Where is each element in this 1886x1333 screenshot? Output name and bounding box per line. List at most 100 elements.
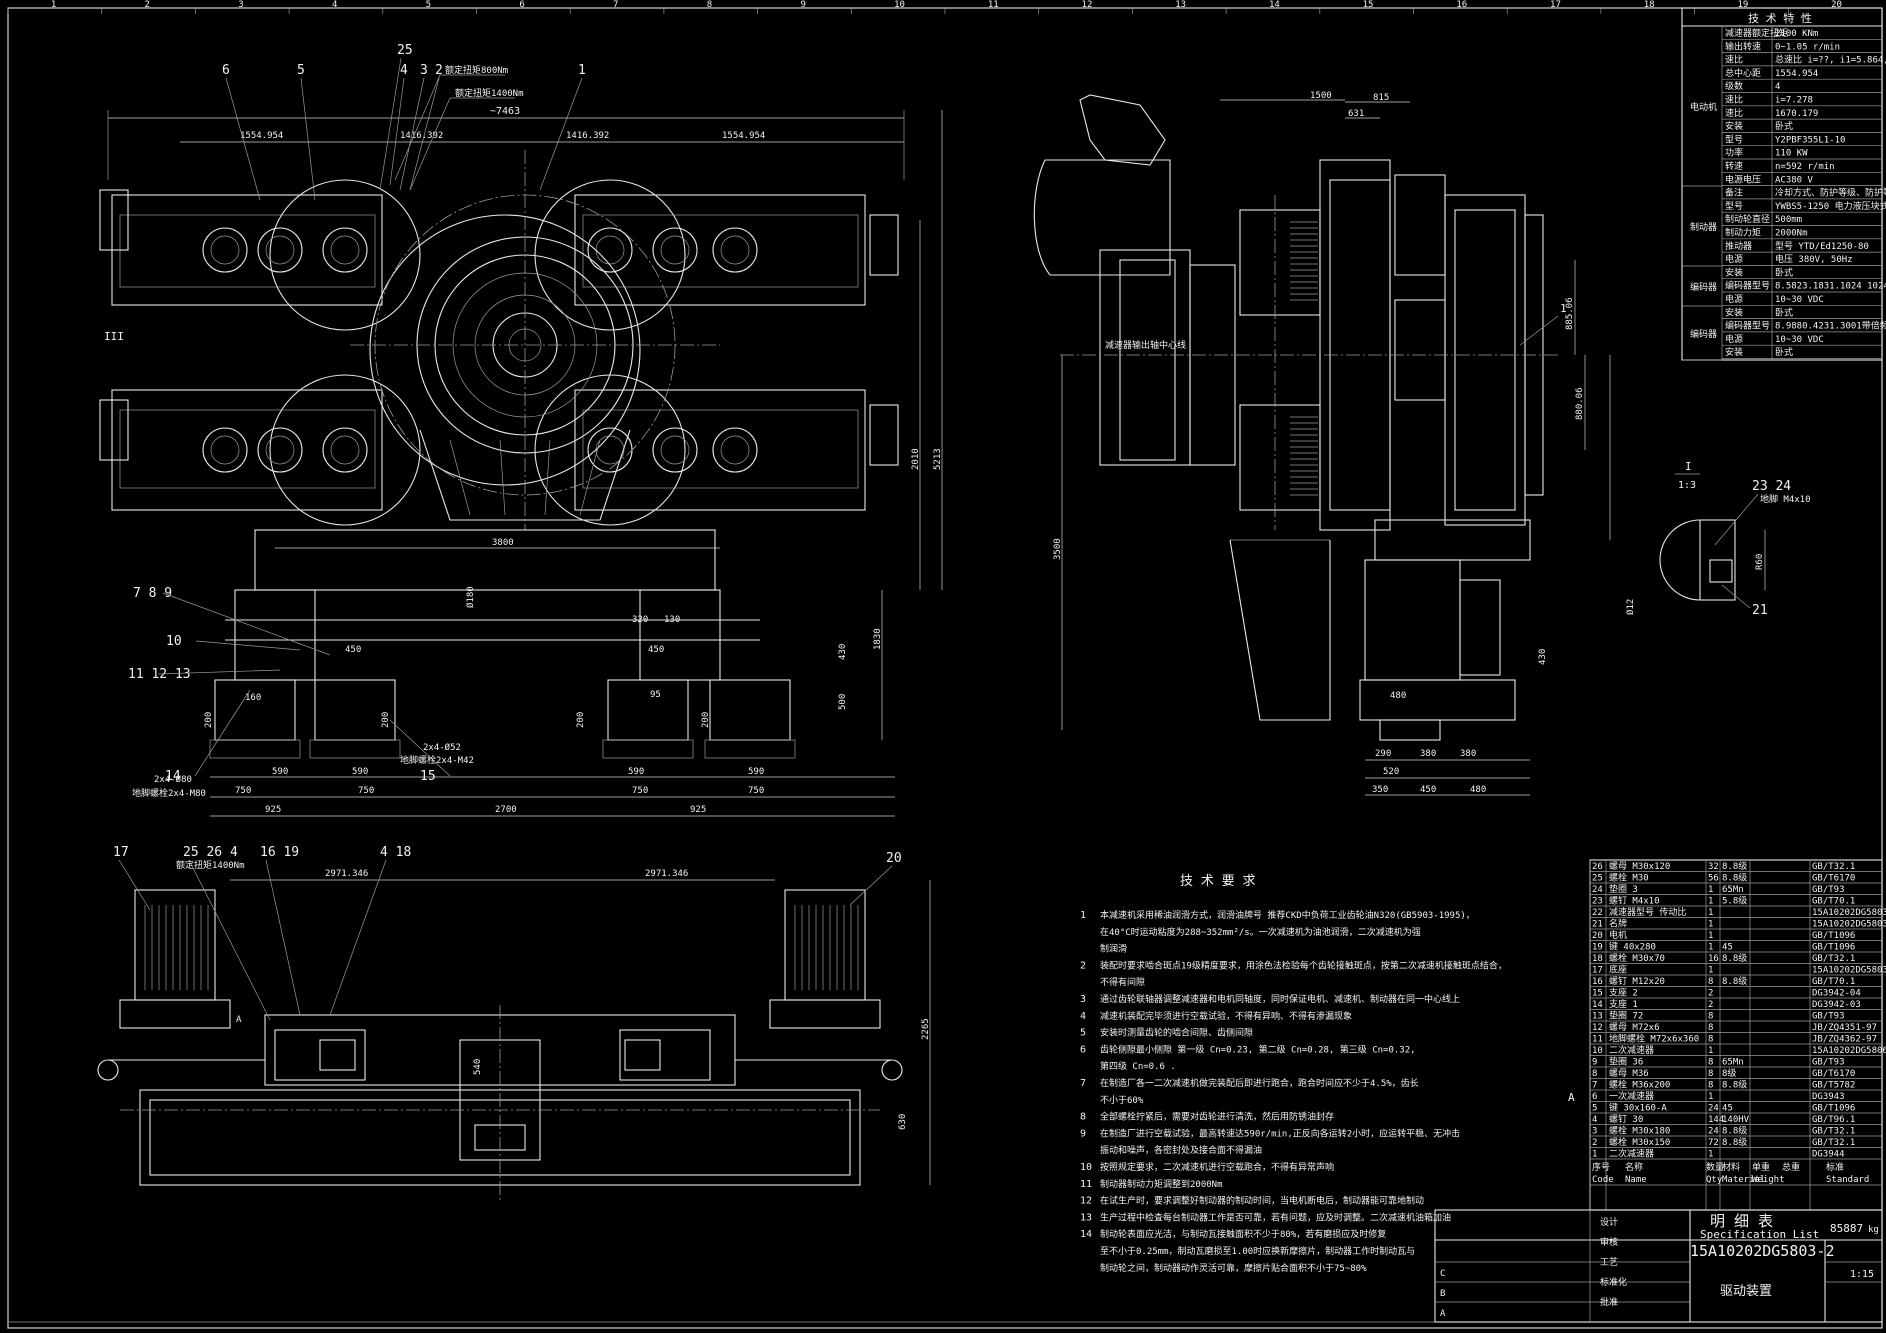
requirement-number: 9 [1080, 1128, 1086, 1139]
requirement-text: 振动和噪声，各密封处及接合面不得漏油 [1100, 1144, 1262, 1156]
spec-row-value: 卧式 [1775, 346, 1793, 358]
part-qty: 1 [1708, 1092, 1713, 1102]
part-standard: GB/T1096 [1812, 931, 1855, 941]
parts-rev-mark: A [1568, 1091, 1575, 1104]
plan-load-note: 额定扭矩1400Nm [176, 859, 245, 871]
side-dim-b5: 350 [1372, 785, 1388, 795]
part-qty: 8 [1708, 977, 1713, 987]
part-no: 18 [1592, 954, 1603, 964]
part-name: 二次减速器 [1609, 1044, 1654, 1056]
requirement-text: 在40°C时运动粘度为288~352mm²/s。一次减速机为油池润滑，二次减速机… [1100, 926, 1421, 938]
side-dim-815: 815 [1373, 93, 1389, 103]
part-no: 22 [1592, 908, 1603, 918]
part-standard: GB/T93 [1812, 1058, 1845, 1068]
front-dim-bottom: 590 [628, 767, 644, 777]
requirement-text: 齿轮侧隙最小侧隙 第一级 Cn=0.23, 第二级 Cn=0.28, 第三级 C… [1100, 1043, 1416, 1055]
requirement-text: 在试生产时，要求调整好制动器的制动时间，当电机断电后，制动器能可靠地制动 [1100, 1195, 1424, 1207]
front-dim-bottom: 750 [632, 786, 648, 796]
spec-group: 制动器 [1690, 221, 1717, 233]
front-balloon-lower: 10 [166, 634, 182, 649]
spec-row-label: 编码器型号 [1725, 280, 1770, 292]
part-qty: 1 [1708, 1046, 1713, 1056]
front-balloon-lower: 7 8 9 [133, 586, 172, 601]
requirement-number: 12 [1080, 1196, 1092, 1207]
detail-balloon-21: 21 [1752, 603, 1768, 618]
part-no: 20 [1592, 931, 1603, 941]
part-qty: 32 [1708, 862, 1719, 872]
zone-mark: 12 [1082, 0, 1093, 10]
requirement-text: 在制造厂各一二次减速机做完装配后即进行跑合，跑合时间应不少于4.5%，齿长 [1100, 1077, 1419, 1089]
requirement-text: 制润滑 [1100, 943, 1127, 955]
part-no: 10 [1592, 1046, 1603, 1056]
spec-row-label: 减速器额定扭矩 [1725, 27, 1788, 39]
front-dim-bottom: 750 [358, 786, 374, 796]
spec-row-value: 1670.179 [1775, 109, 1818, 119]
spec-group: 编码器 [1690, 281, 1717, 293]
part-standard: DG3943 [1812, 1092, 1845, 1102]
rev-label-b: B [1440, 1289, 1445, 1299]
part-name: 螺母 M72x6 [1609, 1022, 1660, 1033]
part-name: 电机 [1609, 929, 1627, 941]
requirement-text: 全部螺栓拧紧后，需要对齿轮进行清洗，然后用防锈油封存 [1100, 1111, 1334, 1123]
load-note-800: 额定扭矩800Nm [445, 64, 508, 76]
parts-header: 单重 [1752, 1161, 1770, 1173]
front-balloon-lower: 11 12 13 [128, 667, 191, 682]
plan-balloon: 25 26 4 [183, 845, 238, 860]
requirement-text: 制动轮之间，制动器动作灵活可靠，摩擦片贴合面积不小于75~80% [1100, 1262, 1367, 1274]
part-name: 螺母 M36 [1609, 1068, 1649, 1079]
spec-row-value: 型号 YTD/Ed1250-80 [1775, 241, 1869, 252]
zone-mark: 3 [238, 0, 243, 10]
side-view: 1500 815 631 885.06 880.06 3500 430 减速器输… [1033, 91, 1611, 796]
zone-mark: 9 [800, 0, 805, 10]
spec-row-value: 10~30 VDC [1775, 335, 1824, 345]
front-dim-bottom: 590 [272, 767, 288, 777]
zone-mark: 8 [707, 0, 712, 10]
spec-row-label: 电源电压 [1725, 173, 1761, 185]
spec-row-label: 速比 [1725, 94, 1743, 106]
part-no: 14 [1592, 1000, 1603, 1010]
front-dim-bottom: 750 [235, 786, 251, 796]
requirement-number: 2 [1080, 960, 1086, 971]
zone-mark: 13 [1175, 0, 1186, 10]
part-no: 2 [1592, 1138, 1597, 1148]
dim-mid-130: 130 [664, 615, 680, 625]
parts-header-en: Material [1722, 1175, 1765, 1185]
spec-row-label: 制动轮直径 [1725, 213, 1770, 225]
parts-header-en: Weight [1752, 1175, 1785, 1185]
spec-row-label: 转速 [1725, 160, 1743, 172]
requirement-text: 按照规定要求，二次减速机进行空载跑合，不得有异常声响 [1100, 1161, 1334, 1173]
part-qty: 8 [1708, 1023, 1713, 1033]
spec-row-value: 0~1.05 r/min [1775, 42, 1840, 52]
part-standard: DG3942-03 [1812, 1000, 1861, 1010]
part-material: 65Mn [1722, 1058, 1744, 1068]
front-dim-bottom: 750 [748, 786, 764, 796]
requirement-number: 3 [1080, 994, 1086, 1005]
part-standard: GB/T32.1 [1812, 954, 1855, 964]
spec-row-label: 安装 [1725, 346, 1743, 358]
dim-mid-95: 95 [650, 690, 661, 700]
zone-mark: 19 [1737, 0, 1748, 10]
part-qty: 24 [1708, 1127, 1719, 1137]
part-material: 45 [1722, 943, 1733, 953]
base-note-1: 2x4-Ø80 [154, 774, 192, 785]
part-no: 19 [1592, 943, 1603, 953]
part-name: 减速器型号 传动比 [1609, 906, 1686, 918]
part-qty: 1 [1708, 966, 1713, 976]
detail-dim-r60: R60 [1755, 554, 1765, 570]
plan-balloon: 4 18 [380, 845, 411, 860]
part-material: 8.8级 [1722, 952, 1747, 964]
spec-row-label: 输出转速 [1725, 40, 1761, 52]
spec-row-value: 4 [1775, 82, 1780, 92]
part-qty: 144 [1708, 1115, 1724, 1125]
part-qty: 8 [1708, 1035, 1713, 1045]
requirements-title: 技 术 要 求 [1180, 874, 1255, 889]
dim-top-3: 1416.392 [566, 131, 609, 141]
part-name: 二次减速器 [1609, 1148, 1654, 1160]
requirement-text: 本减速机采用稀油润滑方式，润滑油牌号 推荐CKD中负荷工业齿轮油N320(GB5… [1100, 909, 1475, 921]
front-dim-bottom: 925 [690, 805, 706, 815]
requirement-number: 11 [1080, 1179, 1092, 1190]
part-qty: 1 [1708, 908, 1713, 918]
drawing-title: 驱动装置 [1720, 1284, 1772, 1299]
requirement-number: 7 [1080, 1078, 1086, 1089]
dim-small-4: 200 [701, 712, 711, 728]
